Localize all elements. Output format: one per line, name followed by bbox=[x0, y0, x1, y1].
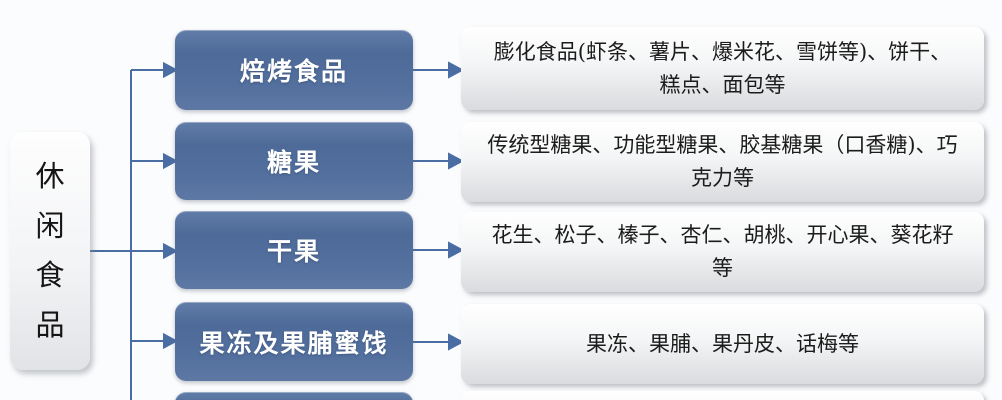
description-box-dried-nuts: 花生、松子、榛子、杏仁、胡桃、开心果、葵花籽等 bbox=[461, 212, 984, 292]
root-node-leisure-food: 休 闲 食 品 bbox=[10, 132, 90, 370]
category-node-baked-food: 焙烤食品 bbox=[175, 30, 413, 110]
category-label: 果冻及果脯蜜饯 bbox=[199, 329, 389, 358]
desc-arrow-icon-3 bbox=[448, 241, 465, 259]
description-box-jelly-preserved-fruit: 果冻、果脯、果丹皮、话梅等 bbox=[461, 304, 984, 384]
branch-arrow-icon-3 bbox=[163, 242, 179, 260]
description-text: 传统型糖果、功能型糖果、胶基糖果（口香糖)、巧克力等 bbox=[487, 133, 958, 190]
branch-arrow-icon-2 bbox=[163, 152, 179, 170]
description-text: 花生、松子、榛子、杏仁、胡桃、开心果、葵花籽等 bbox=[491, 223, 954, 280]
root-node-char: 休 bbox=[35, 159, 65, 194]
category-node-dried-nuts: 干果 bbox=[175, 211, 413, 289]
desc-arrow-icon-4 bbox=[448, 333, 465, 351]
branch-arrow-icon-4 bbox=[163, 332, 179, 350]
category-node-jelly-preserved-fruit: 果冻及果脯蜜饯 bbox=[175, 302, 413, 381]
category-label: 糖果 bbox=[266, 149, 321, 177]
category-label: 焙烤食品 bbox=[239, 58, 348, 86]
category-node-candy: 糖果 bbox=[175, 122, 413, 200]
desc-arrow-icon-1 bbox=[448, 61, 465, 79]
category-label: 干果 bbox=[266, 238, 321, 266]
description-box-partial bbox=[461, 391, 984, 400]
desc-arrow-icon-2 bbox=[448, 152, 465, 170]
description-text: 膨化食品(虾条、薯片、爆米花、雪饼等)、饼干、糕点、面包等 bbox=[493, 39, 952, 97]
description-box-baked-food: 膨化食品(虾条、薯片、爆米花、雪饼等)、饼干、糕点、面包等 bbox=[461, 27, 984, 110]
root-node-char: 食 bbox=[35, 258, 65, 293]
branch-arrow-icon-1 bbox=[163, 61, 179, 79]
root-node-char: 品 bbox=[35, 307, 65, 342]
description-text: 果冻、果脯、果丹皮、话梅等 bbox=[586, 331, 859, 356]
root-node-char: 闲 bbox=[35, 208, 65, 243]
category-node-partial bbox=[175, 392, 413, 400]
description-box-candy: 传统型糖果、功能型糖果、胶基糖果（口香糖)、巧克力等 bbox=[461, 122, 984, 202]
